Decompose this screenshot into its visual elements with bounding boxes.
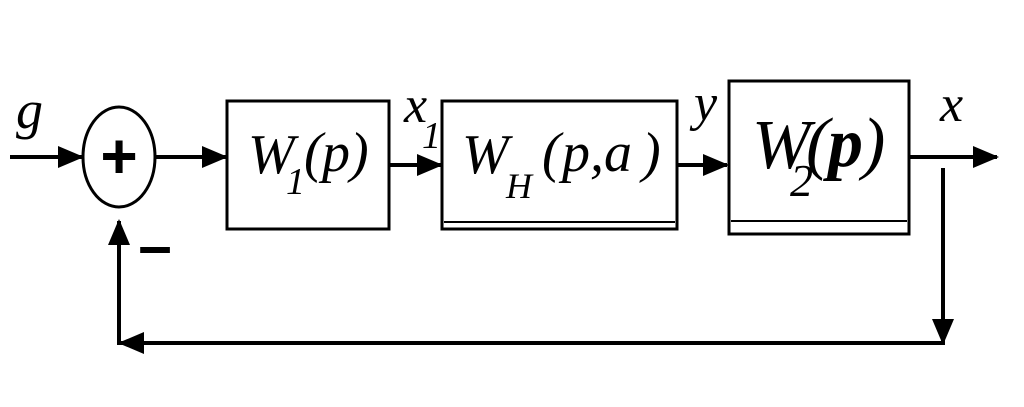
block-w1-close-paren: ) xyxy=(347,122,369,184)
signal-x1-subscript: 1 xyxy=(422,115,441,157)
block-wh-close-paren: ) xyxy=(639,122,661,184)
block-w1-argument: p xyxy=(318,122,350,184)
block-w2-close-paren: ) xyxy=(858,105,885,182)
plus-sign: + xyxy=(100,120,137,192)
block-w1-subscript: 1 xyxy=(286,161,305,203)
signal-x1-label: x xyxy=(403,77,427,134)
block-w2-base: W xyxy=(752,107,816,184)
block-wh-open-paren: ( xyxy=(542,122,564,184)
minus-sign: – xyxy=(138,212,171,279)
block-w2-open-paren: ( xyxy=(806,105,833,182)
block-w2-argument: p xyxy=(823,105,863,182)
block-wh-subscript: H xyxy=(505,166,534,206)
block-w1-base: W xyxy=(248,124,299,186)
block-wh-base: W xyxy=(462,124,513,186)
block-wh-argument: p,a xyxy=(558,122,632,184)
block-w1-open-paren: ( xyxy=(304,122,326,184)
signal-x-output-label: x xyxy=(939,76,963,133)
signal-g-label: g xyxy=(16,80,43,140)
signal-y-label: y xyxy=(689,75,718,132)
block-w2-subscript: 2 xyxy=(790,155,813,206)
